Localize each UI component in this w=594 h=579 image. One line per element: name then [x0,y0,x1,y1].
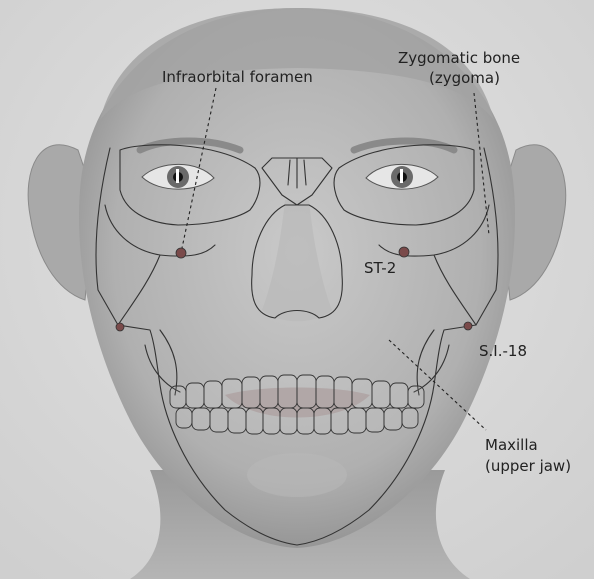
zygomatic-label-line1: Zygomatic bone [398,49,520,67]
chin [247,453,347,497]
infraorbital-foramen-point [176,248,186,258]
st2-point [399,247,409,257]
maxilla-label-line2: (upper jaw) [485,457,571,475]
st2-label: ST-2 [364,259,396,277]
infraorbital-label: Infraorbital foramen [162,68,313,86]
si18-point-left [116,323,124,331]
maxilla-label-line1: Maxilla [485,436,538,454]
zygomatic-label-line2: (zygoma) [429,69,500,87]
si18-label: S.I.-18 [479,342,527,360]
si18-point-right [464,322,472,330]
